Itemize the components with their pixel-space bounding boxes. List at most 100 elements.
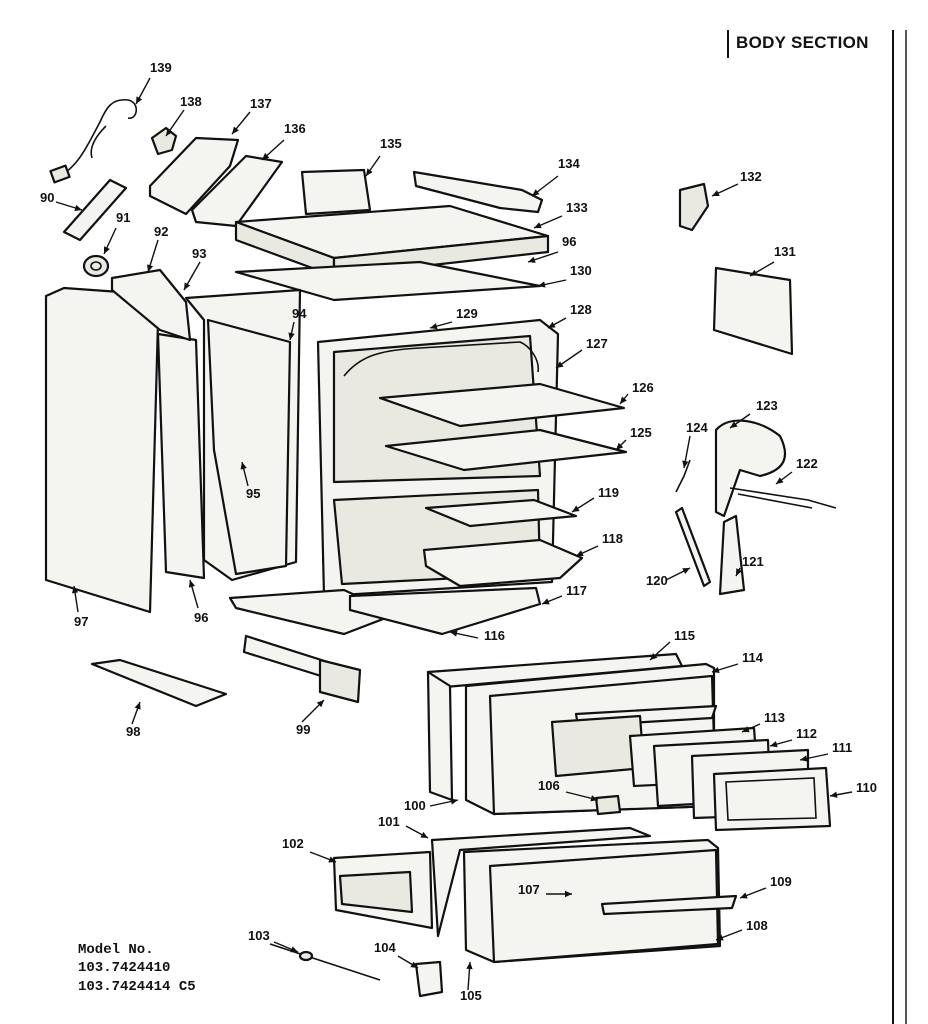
callout-128: 128 [547, 302, 592, 329]
callout-number: 124 [686, 420, 708, 435]
terminal-block [150, 126, 178, 156]
callout-number: 121 [742, 554, 764, 569]
callout-number: 97 [74, 614, 88, 629]
power-cord [49, 98, 138, 184]
callout-90: 90 [40, 190, 83, 211]
callout-number: 123 [756, 398, 778, 413]
callout-number: 122 [796, 456, 818, 471]
right-side-panel [44, 286, 160, 614]
callout-123: 123 [729, 398, 778, 429]
arrowhead [262, 152, 270, 160]
section-title: BODY SECTION [736, 33, 869, 52]
oven-door-outer [426, 652, 684, 802]
callout-109: 109 [739, 874, 792, 899]
callout-number: 102 [282, 836, 304, 851]
callout-number: 94 [292, 306, 307, 321]
callout-135: 135 [365, 136, 402, 177]
drawer-clip [414, 960, 444, 998]
arrowhead [650, 652, 658, 660]
callout-96: 96 [527, 234, 576, 263]
callout-118: 118 [575, 531, 623, 557]
arrowhead [556, 361, 564, 368]
callout-number: 106 [538, 778, 560, 793]
callout-119: 119 [571, 485, 619, 513]
bottom-support [348, 586, 542, 636]
callout-number: 115 [674, 628, 695, 643]
callout-number: 138 [180, 94, 202, 109]
wrapper-bracket [148, 136, 240, 216]
side-insulation [156, 332, 206, 580]
knob [82, 254, 110, 278]
callout-number: 113 [764, 710, 785, 725]
callout-number: 134 [558, 156, 580, 171]
arrowhead [565, 890, 572, 898]
callout-number: 130 [570, 263, 592, 278]
callout-103: 103 [248, 928, 299, 953]
callout-130: 130 [537, 263, 592, 288]
callout-131: 131 [749, 244, 796, 277]
callout-100: 100 [404, 798, 459, 813]
arrowhead [136, 96, 143, 104]
arrowhead [430, 323, 438, 330]
callout-125: 125 [615, 425, 652, 451]
callout-number: 110 [856, 780, 877, 795]
arrowhead [716, 934, 724, 941]
callout-number: 118 [602, 531, 623, 546]
arrowhead [134, 702, 141, 710]
callout-number: 119 [598, 485, 619, 500]
arrowhead [590, 795, 598, 802]
callout-number: 129 [456, 306, 478, 321]
callout-113: 113 [741, 710, 785, 733]
arrowhead [240, 462, 247, 470]
side-panel-inner [110, 268, 192, 342]
arrowhead [770, 741, 778, 748]
callout-number: 125 [630, 425, 652, 440]
callout-91: 91 [103, 210, 130, 255]
burner-box [242, 634, 362, 704]
callout-number: 103 [248, 928, 270, 943]
callout-138: 138 [165, 94, 202, 137]
callout-112: 112 [769, 726, 817, 748]
callout-number: 99 [296, 722, 310, 737]
arrowhead [316, 700, 324, 708]
callout-number: 135 [380, 136, 402, 151]
callout-number: 114 [742, 650, 764, 665]
hinge-bracket [678, 182, 710, 232]
arrowhead [288, 332, 295, 340]
callout-number: 131 [774, 244, 796, 259]
arrowhead [188, 580, 195, 588]
arrowhead [542, 598, 550, 605]
broiler-pan [422, 538, 584, 588]
arrowhead [232, 126, 239, 134]
arrowhead [682, 568, 690, 574]
callout-number: 92 [154, 224, 168, 239]
callout-121: 121 [735, 554, 764, 577]
arrowhead [71, 586, 79, 594]
callout-number: 126 [632, 380, 654, 395]
arrowhead [800, 755, 808, 762]
arrowhead [750, 269, 758, 276]
arrowhead [184, 282, 191, 290]
callout-number: 96 [194, 610, 208, 625]
arrowhead [420, 831, 428, 838]
arrowhead [712, 190, 720, 196]
arrowhead [534, 222, 542, 229]
callout-114: 114 [711, 650, 764, 673]
arrowhead [682, 460, 689, 468]
callout-107: 107 [518, 882, 572, 898]
terminal-cover [62, 178, 128, 242]
arrowhead [147, 264, 154, 272]
bottom-plate [90, 658, 228, 708]
arrowhead [736, 568, 742, 576]
callout-106: 106 [538, 778, 599, 802]
callout-115: 115 [649, 628, 695, 661]
callout-92: 92 [147, 224, 168, 273]
arrowhead [450, 630, 458, 637]
callout-132: 132 [711, 169, 762, 197]
callout-102: 102 [282, 836, 337, 863]
callout-108: 108 [715, 918, 768, 941]
callout-136: 136 [261, 121, 306, 161]
callout-number: 137 [250, 96, 272, 111]
arrowhead [538, 281, 546, 288]
